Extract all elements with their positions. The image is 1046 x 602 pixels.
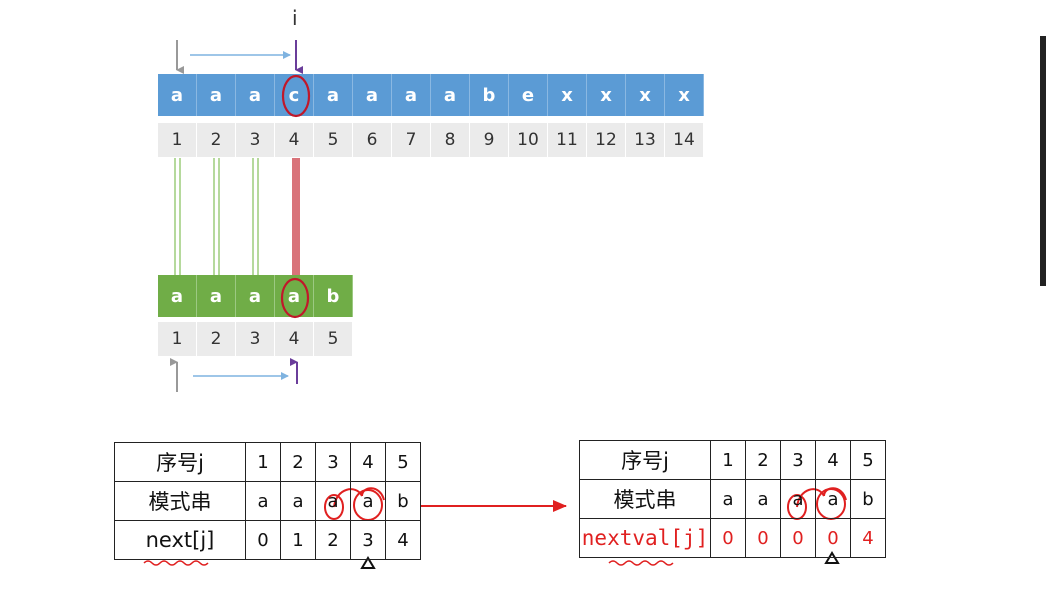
main-string-row: a a a c a a a a b e x x x x xyxy=(158,74,704,116)
row-label-pattern: 模式串 xyxy=(579,479,711,519)
nextval-table: 序号j 1 2 3 4 5 模式串 a a a a b nextval[j] 0… xyxy=(579,440,886,558)
main-char: c xyxy=(275,74,314,116)
main-index: 7 xyxy=(392,123,431,157)
pattern-index: 4 xyxy=(275,322,314,356)
main-index: 11 xyxy=(548,123,587,157)
pattern-cell: a xyxy=(780,479,816,519)
next-cell: 3 xyxy=(350,520,386,560)
main-char: a xyxy=(197,74,236,116)
main-index: 1 xyxy=(158,123,197,157)
mismatch-circle-pattern xyxy=(280,277,310,319)
pattern-index: 5 xyxy=(314,322,353,356)
pattern-cell: a xyxy=(710,479,746,519)
mismatch-circle-main xyxy=(281,74,311,118)
nextval-cell: 0 xyxy=(710,518,746,558)
table-row: 序号j 1 2 3 4 5 xyxy=(114,442,421,482)
main-index: 9 xyxy=(470,123,509,157)
table-row: 序号j 1 2 3 4 5 xyxy=(579,440,886,480)
window-edge-bar xyxy=(1040,36,1046,286)
main-index: 6 xyxy=(353,123,392,157)
main-char: e xyxy=(509,74,548,116)
match-lines xyxy=(174,158,259,275)
row-label-j: 序号j xyxy=(579,440,711,480)
main-char: a xyxy=(236,74,275,116)
pattern-char: a xyxy=(197,275,236,317)
next-table: 序号j 1 2 3 4 5 模式串 a a a a b next[j] 0 1 … xyxy=(114,442,421,560)
main-char: a xyxy=(314,74,353,116)
main-char: x xyxy=(665,74,704,116)
pattern-cell: a xyxy=(350,481,386,521)
j-cell: 4 xyxy=(350,442,386,482)
pattern-char: a xyxy=(236,275,275,317)
pattern-cell: a xyxy=(815,479,851,519)
underline-squiggle-left xyxy=(143,560,209,566)
main-index: 2 xyxy=(197,123,236,157)
j-cell: 5 xyxy=(385,442,421,482)
main-index: 4 xyxy=(275,123,314,157)
main-char: b xyxy=(470,74,509,116)
j-cell: 3 xyxy=(315,442,351,482)
j-cell: 2 xyxy=(745,440,781,480)
pointer-i-label: i xyxy=(292,6,298,30)
main-index: 12 xyxy=(587,123,626,157)
underline-squiggle-right xyxy=(608,560,674,566)
table-row: 模式串 a a a a b xyxy=(579,479,886,519)
j-cell: 3 xyxy=(780,440,816,480)
main-index-row: 1 2 3 4 5 6 7 8 9 10 11 12 13 14 xyxy=(158,123,704,157)
main-char: a xyxy=(431,74,470,116)
main-char: x xyxy=(587,74,626,116)
j-cell: 1 xyxy=(245,442,281,482)
main-char: a xyxy=(158,74,197,116)
mismatch-line xyxy=(292,158,300,275)
pattern-char: b xyxy=(314,275,353,317)
table-row: 模式串 a a a a b xyxy=(114,481,421,521)
row-label-nextval: nextval[j] xyxy=(579,518,711,558)
main-index: 3 xyxy=(236,123,275,157)
main-index: 5 xyxy=(314,123,353,157)
pattern-char: a xyxy=(158,275,197,317)
j-cell: 4 xyxy=(815,440,851,480)
pattern-index: 1 xyxy=(158,322,197,356)
table-row: next[j] 0 1 2 3 4 xyxy=(114,520,421,560)
next-cell: 4 xyxy=(385,520,421,560)
main-char: a xyxy=(353,74,392,116)
pattern-cell: b xyxy=(385,481,421,521)
pattern-cell: a xyxy=(315,481,351,521)
next-cell: 2 xyxy=(315,520,351,560)
j-cell: 1 xyxy=(710,440,746,480)
pattern-cell: a xyxy=(280,481,316,521)
main-char: x xyxy=(548,74,587,116)
next-cell: 1 xyxy=(280,520,316,560)
delta-mark-right xyxy=(824,551,840,564)
main-index: 10 xyxy=(509,123,548,157)
j-cell: 2 xyxy=(280,442,316,482)
next-cell: 0 xyxy=(245,520,281,560)
pattern-cell: b xyxy=(850,479,886,519)
pattern-cell: a xyxy=(245,481,281,521)
pattern-index: 3 xyxy=(236,322,275,356)
pattern-cell: a xyxy=(745,479,781,519)
main-char: x xyxy=(626,74,665,116)
delta-mark-left xyxy=(360,556,376,569)
table-row: nextval[j] 0 0 0 0 4 xyxy=(579,518,886,558)
row-label-next: next[j] xyxy=(114,520,246,560)
nextval-cell: 0 xyxy=(780,518,816,558)
nextval-cell: 0 xyxy=(815,518,851,558)
nextval-cell: 4 xyxy=(850,518,886,558)
pattern-string-row: a a a a b xyxy=(158,275,353,317)
pattern-index: 2 xyxy=(197,322,236,356)
main-char: a xyxy=(392,74,431,116)
row-label-j: 序号j xyxy=(114,442,246,482)
main-index: 14 xyxy=(665,123,704,157)
main-index: 8 xyxy=(431,123,470,157)
nextval-cell: 0 xyxy=(745,518,781,558)
main-index: 13 xyxy=(626,123,665,157)
pattern-index-row: 1 2 3 4 5 xyxy=(158,322,353,356)
j-cell: 5 xyxy=(850,440,886,480)
row-label-pattern: 模式串 xyxy=(114,481,246,521)
